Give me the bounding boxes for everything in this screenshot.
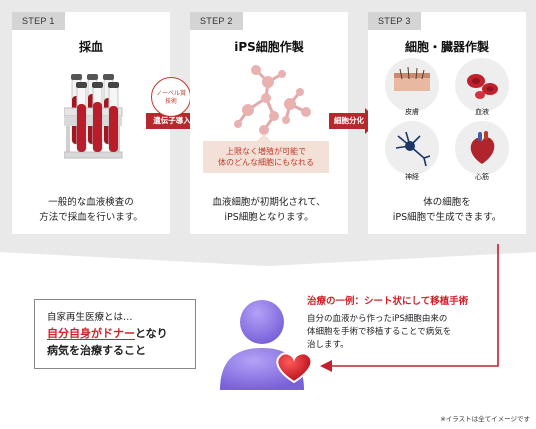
step-1-desc-line-1: 一般的な血液検査の: [48, 197, 134, 208]
step-2-card: STEP 2 iPS細胞作製: [190, 12, 348, 234]
heart-muscle-icon: [455, 121, 509, 175]
neuron-icon: [385, 121, 439, 175]
treatment-desc-line-3: 治します。: [307, 340, 349, 350]
note-pointer: [256, 134, 272, 142]
treatment-desc-line-1: 自分の血液から作ったiPS細胞由来の: [307, 314, 448, 324]
organ-label-heart: 心筋: [475, 173, 489, 181]
band-notch: [0, 236, 536, 266]
step-1-title: 採血: [78, 40, 103, 54]
definition-line-2: 自分自身がドナーとなり: [47, 325, 183, 342]
step-3-title: 細胞・臓器作製: [404, 40, 489, 54]
autologous-medicine-definition: 自家再生医療とは… 自分自身がドナーとなり 病気を治療すること: [34, 299, 196, 369]
step-3-desc-line-1: 体の細胞を: [423, 197, 471, 208]
definition-line-3: 病気を治療すること: [47, 344, 146, 357]
step-3-card: STEP 3 細胞・臓器作製 皮膚 血液 神経: [368, 12, 526, 234]
blood-cells-icon: [455, 58, 509, 112]
note-line-2: 体のどんな細胞にもなれる: [218, 158, 314, 167]
badge-line-1: ノーベル賞: [155, 90, 186, 97]
step-1-card: STEP 1 採血 一般的な血液検査の 方法で採血を行います。: [12, 12, 170, 234]
step-1-description: 一般的な血液検査の 方法で採血を行います。: [12, 195, 170, 225]
skin-icon: [385, 58, 439, 112]
arrow-1-label: 遺伝子導入: [153, 116, 191, 125]
illustration-footnote: ※イラストは全てイメージです: [440, 415, 530, 423]
nobel-prize-badge: ノーベル賞 技術: [151, 77, 191, 117]
treatment-desc-line-2: 体細胞を手術で移植することで病気を: [307, 327, 452, 337]
organ-label-nerve: 神経: [405, 173, 419, 181]
step-2-title: iPS細胞作製: [234, 40, 304, 54]
arrow-differentiation: [329, 108, 379, 134]
ips-cell-molecules-icon: [234, 65, 311, 135]
step-3-desc-line-2: iPS細胞で生成できます。: [392, 212, 502, 223]
step-3-description: 体の細胞を iPS細胞で生成できます。: [368, 195, 526, 225]
step-2-desc-line-2: iPS細胞となります。: [224, 212, 314, 223]
step-3-tab: STEP 3: [368, 12, 421, 30]
step-2-desc-line-1: 血液細胞が初期化されて、: [212, 197, 326, 208]
step-1-desc-line-2: 方法で採血を行います。: [39, 212, 143, 223]
definition-line-2-rest: となり: [135, 327, 168, 340]
treatment-connector-arrow: [320, 244, 499, 372]
definition-highlight: 自分自身がドナー: [47, 327, 135, 340]
step-2-description: 血液細胞が初期化されて、 iPS細胞となります。: [190, 195, 348, 225]
definition-line-1: 自家再生医療とは…: [47, 312, 133, 323]
step-1-tab: STEP 1: [12, 12, 65, 30]
note-line-1: 上限なく増殖が可能で: [226, 147, 306, 156]
treatment-description: 自分の血液から作ったiPS細胞由来の 体細胞を手術で移植することで病気を 治しま…: [307, 313, 507, 352]
ips-feature-note: 上限なく増殖が可能で 体のどんな細胞にもなれる: [203, 141, 329, 173]
patient-with-heart-icon: [220, 300, 313, 390]
organ-label-blood: 血液: [475, 108, 489, 116]
step-2-tab: STEP 2: [190, 12, 243, 30]
treatment-example-title: 治療の一例：シート状にして移植手術: [307, 296, 469, 307]
badge-line-2: 技術: [164, 98, 177, 105]
test-tube-rack-icon: [64, 74, 123, 159]
organ-label-skin: 皮膚: [405, 108, 419, 116]
arrow-2-label: 細胞分化: [334, 116, 364, 125]
